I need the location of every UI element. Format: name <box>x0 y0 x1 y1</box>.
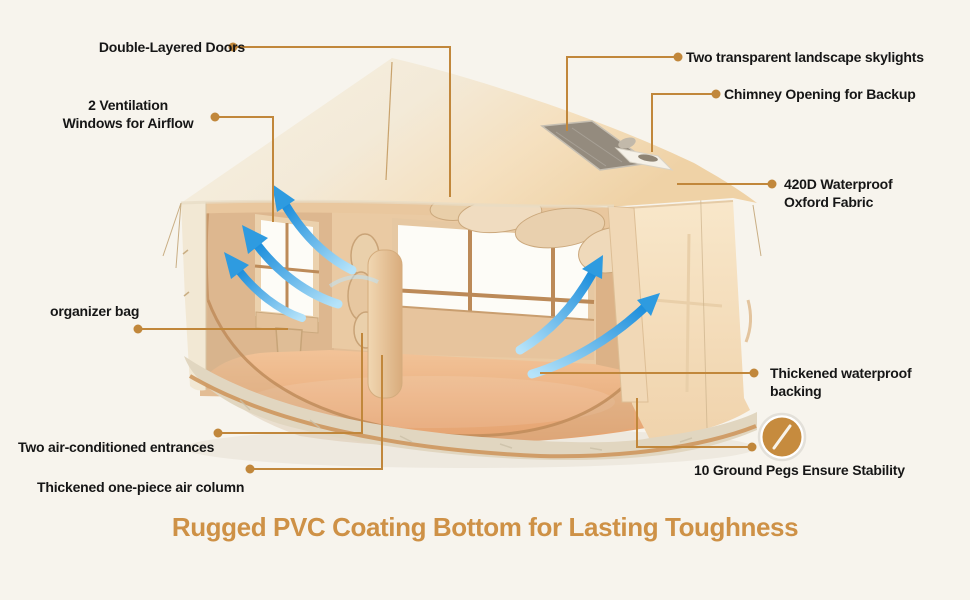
airflow-arrows-left <box>224 184 379 322</box>
callout-lines <box>133 42 777 474</box>
back-window <box>391 218 595 360</box>
left-vent-window <box>254 214 320 334</box>
label-420d-fabric: 420D Waterproof Oxford Fabric <box>784 176 893 210</box>
wall-strap <box>744 299 753 343</box>
label-waterproof-backing: Thickened waterproof backing <box>770 365 912 399</box>
leader-skylights <box>566 56 678 131</box>
chimney-opening <box>614 137 674 171</box>
label-chimney: Chimney Opening for Backup <box>724 86 916 102</box>
label-air-column: Thickened one-piece air column <box>37 479 245 495</box>
leader-doors <box>233 46 451 197</box>
label-double-layered-doors: Double-Layered Doors <box>98 39 245 55</box>
label-skylights: Two transparent landscape skylights <box>686 49 924 65</box>
mesh-panel <box>206 300 634 447</box>
guy-rope <box>699 171 708 429</box>
label-ventilation-windows: 2 Ventilation Windows for Airflow <box>62 97 194 131</box>
back-window-cover <box>392 306 594 360</box>
roof <box>162 58 762 269</box>
leader-chimney <box>651 93 716 152</box>
ground-peg-icon <box>757 412 807 462</box>
airflow-arrows-right <box>515 255 660 379</box>
leader-entrances <box>218 333 363 434</box>
label-organizer-bag: organizer bag <box>50 303 140 319</box>
label-ground-pegs: 10 Ground Pegs Ensure Stability <box>694 462 905 478</box>
air-column <box>367 249 403 399</box>
leader-vent-windows <box>215 116 274 222</box>
leader-pegs <box>636 398 752 448</box>
left-edge-strip <box>181 196 207 391</box>
bottom-skirt <box>184 356 757 461</box>
leader-air-column <box>250 355 383 470</box>
label-entrances: Two air-conditioned entrances <box>18 439 215 455</box>
corner-post <box>607 205 649 403</box>
bottom-title: Rugged PVC Coating Bottom for Lasting To… <box>171 512 799 542</box>
peak-rope <box>385 61 393 181</box>
